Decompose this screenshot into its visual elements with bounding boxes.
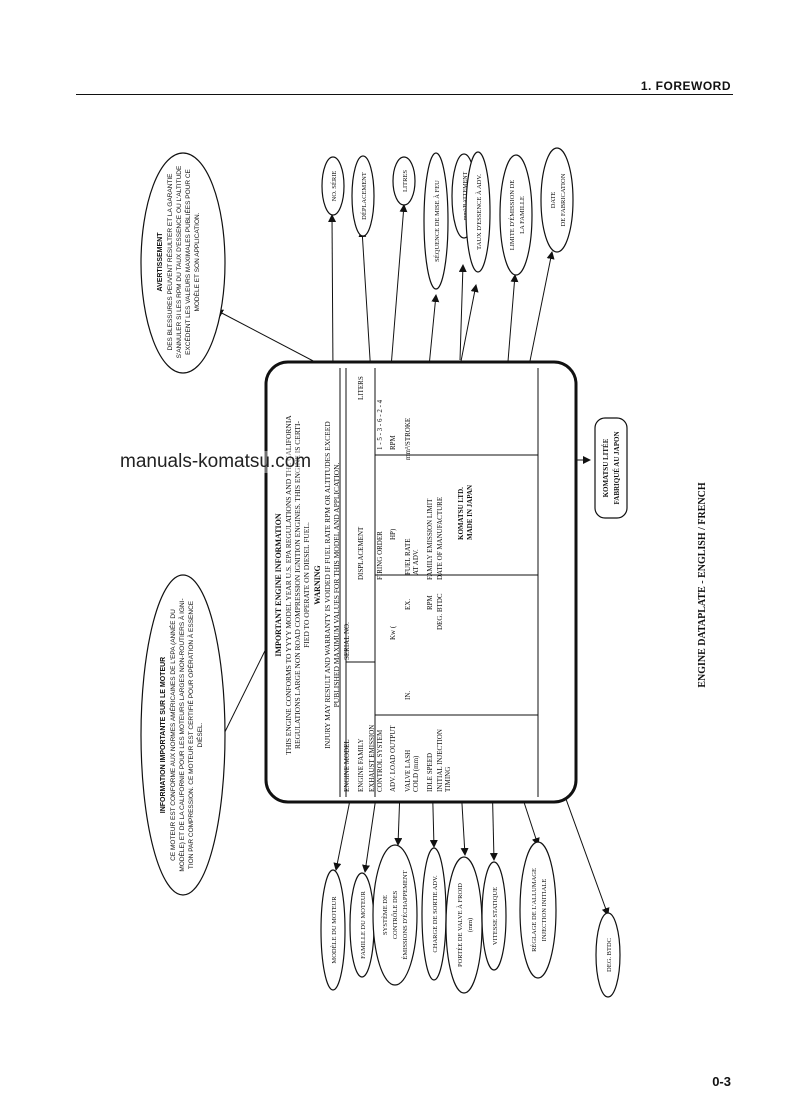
callout-charge-text: CHARGE DE SORTIE ADV. xyxy=(432,875,439,953)
information-title: INFORMATION IMPORTANTE SUR LE MOTEUR xyxy=(160,657,167,813)
warning-title: WARNING xyxy=(313,565,322,605)
row-displacement-label: DISPLACEMENT xyxy=(357,526,365,580)
avertissement-line-2: S'ANNULER SI LES RPM DU TAUX D'ESSENCE O… xyxy=(176,165,183,358)
callout-date-text-2: DE FABRICATION xyxy=(560,173,567,226)
callout-limite-text-1: LIMITE D'ÉMISSION DE xyxy=(508,180,516,251)
avertissement-line-3: EXCÉDENT LES VALEURS MAXIMALES PUBLIÉES … xyxy=(183,168,192,354)
callout-taux-text: TAUX D'ESSENCE À ADV. xyxy=(475,174,483,250)
information-line-3: TION PAR COMPRESSION. CE MOTEUR EST CERT… xyxy=(186,600,195,869)
callout-deg-text: DEG. BTDC xyxy=(606,938,613,972)
row-firing-value: 1 - 5 - 3 - 6 - 2 - 4 xyxy=(376,399,384,450)
row-valve-in: IN. xyxy=(404,691,412,700)
row-emission-limit-label: FAMILY EMISSION LIMIT xyxy=(426,498,434,580)
bottom-callouts: MODÈLE DU MOTEUR FAMILLE DU MOTEUR SYSTÈ… xyxy=(320,841,621,998)
warning-line-2: PUBLISHED MAXIMUM VALUES FOR THIS MODEL … xyxy=(332,463,341,708)
row-fuel-rate-value: mm³/STROKE xyxy=(404,418,412,460)
callout-systeme: SYSTÈME DE CONTRÔLE DES ÉMISSIONS D'ÉCHA… xyxy=(372,844,418,986)
callout-charge: CHARGE DE SORTIE ADV. xyxy=(421,847,447,981)
callout-litres: LITRES xyxy=(392,156,416,206)
row-valve-lash-label-2: COLD (mm) xyxy=(412,755,420,792)
avertissement-line-1: DES BLESSURES PEUVENT RÉSULTER ET LA GAR… xyxy=(165,173,174,351)
callout-date-text-1: DATE xyxy=(550,192,557,209)
conformity-line-2: REGULATIONS LARGE NON ROAD COMPRESSION I… xyxy=(293,421,302,749)
komatsu-line-1: KOMATSU LITÉE xyxy=(602,438,610,497)
callout-modele: MODÈLE DU MOTEUR xyxy=(320,869,346,991)
information-line-1: CE MOTEUR EST CONFORME AUX NORMES AMÉRIC… xyxy=(168,609,177,861)
callout-deg: DEG. BTDC xyxy=(595,912,621,998)
row-adv-hp: HP) xyxy=(389,528,397,540)
plate-text: IMPORTANT ENGINE INFORMATION THIS ENGINE… xyxy=(274,376,474,792)
komatsu-callout: KOMATSU LITÉE FABRIQUÉ AU JAPON xyxy=(594,417,628,519)
watermark: manuals-komatsu.com xyxy=(120,451,312,473)
warning-line-1: INJURY MAY RESULT AND WARRANTY IS VOIDED… xyxy=(323,421,332,749)
row-valve-lash-label: VALVE LASH xyxy=(404,750,412,792)
engine-dataplate xyxy=(264,360,578,804)
avertissement-callout: AVERTISSEMENT DES BLESSURES PEUVENT RÉSU… xyxy=(140,152,226,374)
plate-made-in: MADE IN JAPAN xyxy=(466,485,474,540)
avertissement-title: AVERTISSEMENT xyxy=(157,232,164,292)
conformity-line-1: THIS ENGINE CONFORMS TO YYYY MODEL YEAR … xyxy=(284,415,293,755)
callout-famille-text: FAMILLE DU MOTEUR xyxy=(360,890,367,958)
callout-portee-text-1: PORTÉE DE VALVE À FROID xyxy=(456,883,464,967)
dataplate-caption: ENGINE DATAPLATE - ENGLISH / FRENCH xyxy=(697,482,708,688)
callout-taux: TAUX D'ESSENCE À ADV. xyxy=(465,151,491,273)
callout-deplacement-text: DÉPLACEMENT xyxy=(360,172,368,220)
callout-vitesse: VITESSE STATIQUE xyxy=(481,861,507,971)
row-adv-load-label: ADV. LOAD OUTPUT xyxy=(389,725,397,792)
row-date-manufacture-label: DATE OF MANUFACTURE xyxy=(436,497,444,580)
row-fuel-rate-label-2: AT ADV. xyxy=(412,549,420,575)
callout-systeme-text-1: SYSTÈME DE xyxy=(381,895,389,935)
callout-sequence-text: SÉQUENCE DE MISE À FEU xyxy=(433,180,441,262)
callout-modele-text: MODÈLE DU MOTEUR xyxy=(330,896,338,964)
callout-date: DATE DE FABRICATION xyxy=(540,147,574,253)
row-engine-model-label: ENGINE MODEL xyxy=(343,739,351,792)
row-engine-family-label: ENGINE FAMILY xyxy=(357,739,365,792)
row-serial-label: SERIAL NO. xyxy=(343,622,351,660)
row-exhaust-label-2: CONTROL SYSTEM xyxy=(376,729,384,792)
information-callout: INFORMATION IMPORTANTE SUR LE MOTEUR CE … xyxy=(140,574,226,896)
callout-litres-text: LITRES xyxy=(402,170,409,192)
row-idle-rpm: RPM xyxy=(426,594,434,610)
callout-deplacement: DÉPLACEMENT xyxy=(351,155,375,237)
page-number: 0-3 xyxy=(712,1074,731,1089)
row-initial-injection-label: INITIAL INJECTION xyxy=(436,729,444,792)
callout-sequence: SÉQUENCE DE MISE À FEU xyxy=(423,152,449,290)
callout-systeme-text-3: ÉMISSIONS D'ÉCHAPPEMENT xyxy=(401,870,409,959)
callout-vitesse-text: VITESSE STATIQUE xyxy=(492,887,499,945)
callout-portee: PORTÉE DE VALVE À FROID (mm) xyxy=(445,856,483,994)
row-firing-label: FIRING ORDER xyxy=(376,531,384,580)
callout-no-serie-text: NO. SÉRIE xyxy=(330,171,338,202)
callout-portee-text-2: (mm) xyxy=(467,918,474,932)
plate-heading: IMPORTANT ENGINE INFORMATION xyxy=(274,513,283,657)
callout-systeme-text-2: CONTRÔLE DES xyxy=(391,890,399,939)
callout-reglage-text-1: RÉGLAGE DE L'ALLUMAGE xyxy=(530,868,538,952)
callout-limite: LIMITE D'ÉMISSION DE LA FAMILLE xyxy=(499,154,533,276)
callout-limite-text-2: LA FAMILLE xyxy=(519,196,526,234)
callout-reglage-text-2: INJECTION INITIALE xyxy=(541,879,548,942)
row-adv-kw: Kw ( xyxy=(389,625,397,640)
callout-no-serie: NO. SÉRIE xyxy=(321,156,345,216)
row-deg-btdc: DEG. BTDC xyxy=(436,593,444,630)
row-valve-ex: EX. xyxy=(404,599,412,610)
komatsu-line-2: FABRIQUÉ AU JAPON xyxy=(613,432,621,505)
row-initial-injection-label-2: TIMING xyxy=(444,767,452,792)
information-line-2: MODÈLE) ET DE LA CALIFORNIE POUR LES MOT… xyxy=(177,598,186,871)
plate-maker: KOMATSU LTD. xyxy=(457,487,465,540)
callout-reglage: RÉGLAGE DE L'ALLUMAGE INJECTION INITIALE xyxy=(519,841,557,979)
row-exhaust-label: EXHAUST EMISSION xyxy=(368,725,376,792)
header-rule xyxy=(76,94,733,95)
top-callouts: NO. SÉRIE DÉPLACEMENT LITRES SÉQUENCE DE… xyxy=(321,147,574,290)
information-line-4: DIÉSEL. xyxy=(195,722,204,747)
row-fuel-rate-label: FUEL RATE xyxy=(404,539,412,576)
avertissement-line-4: MODÈLE ET SON APPLICATION. xyxy=(192,212,201,311)
section-title: 1. FOREWORD xyxy=(640,79,731,93)
row-idle-label: IDLE SPEED xyxy=(426,753,434,792)
row-displacement-value: LITERS xyxy=(357,376,365,400)
conformity-line-3: FIED TO OPERATE ON DIESEL FUEL. xyxy=(302,522,311,648)
row-adv-rpm: RPM xyxy=(389,434,397,450)
callout-famille: FAMILLE DU MOTEUR xyxy=(349,872,375,978)
